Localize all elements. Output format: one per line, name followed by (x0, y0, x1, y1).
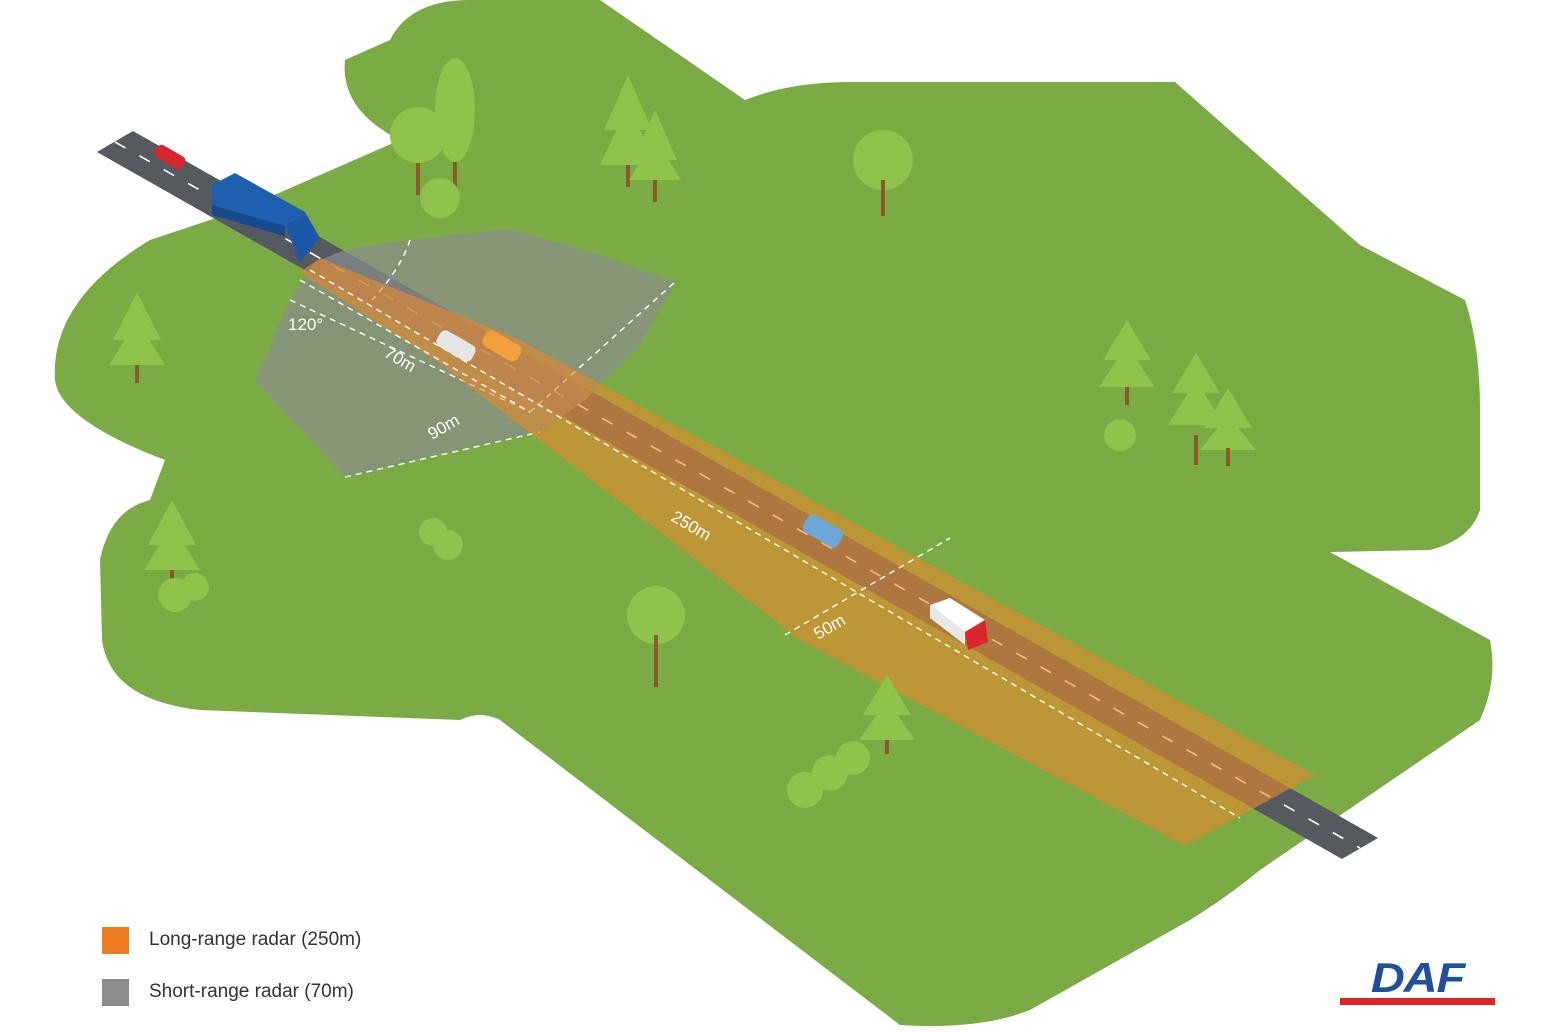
legend-label-long-range: Long-range radar (250m) (149, 929, 362, 950)
red-car-icon (154, 144, 186, 170)
delivery-van-icon (930, 598, 988, 650)
legend-item-long-range: Long-range radar (250m) (102, 926, 361, 954)
blue-car-icon (802, 514, 844, 548)
long-range-swatch (102, 926, 129, 954)
white-car-icon (436, 330, 476, 362)
legend-label-short-range: Short-range radar (70m) (149, 981, 354, 1002)
short-range-boundary-dashed (289, 239, 676, 478)
logo-underline (1340, 998, 1495, 1005)
logo-text: DAF (1370, 954, 1465, 1001)
truck-icon (212, 173, 320, 262)
daf-logo: DAF (1340, 957, 1495, 1006)
orange-car-icon (482, 330, 522, 362)
short-range-swatch (102, 978, 129, 1006)
trees (109, 58, 1256, 808)
angle-label: 120° (288, 315, 323, 334)
long-range-radar-area (300, 258, 1315, 846)
legend: Long-range radar (250m) Short-range rada… (102, 926, 361, 1030)
legend-item-short-range: Short-range radar (70m) (102, 978, 361, 1006)
